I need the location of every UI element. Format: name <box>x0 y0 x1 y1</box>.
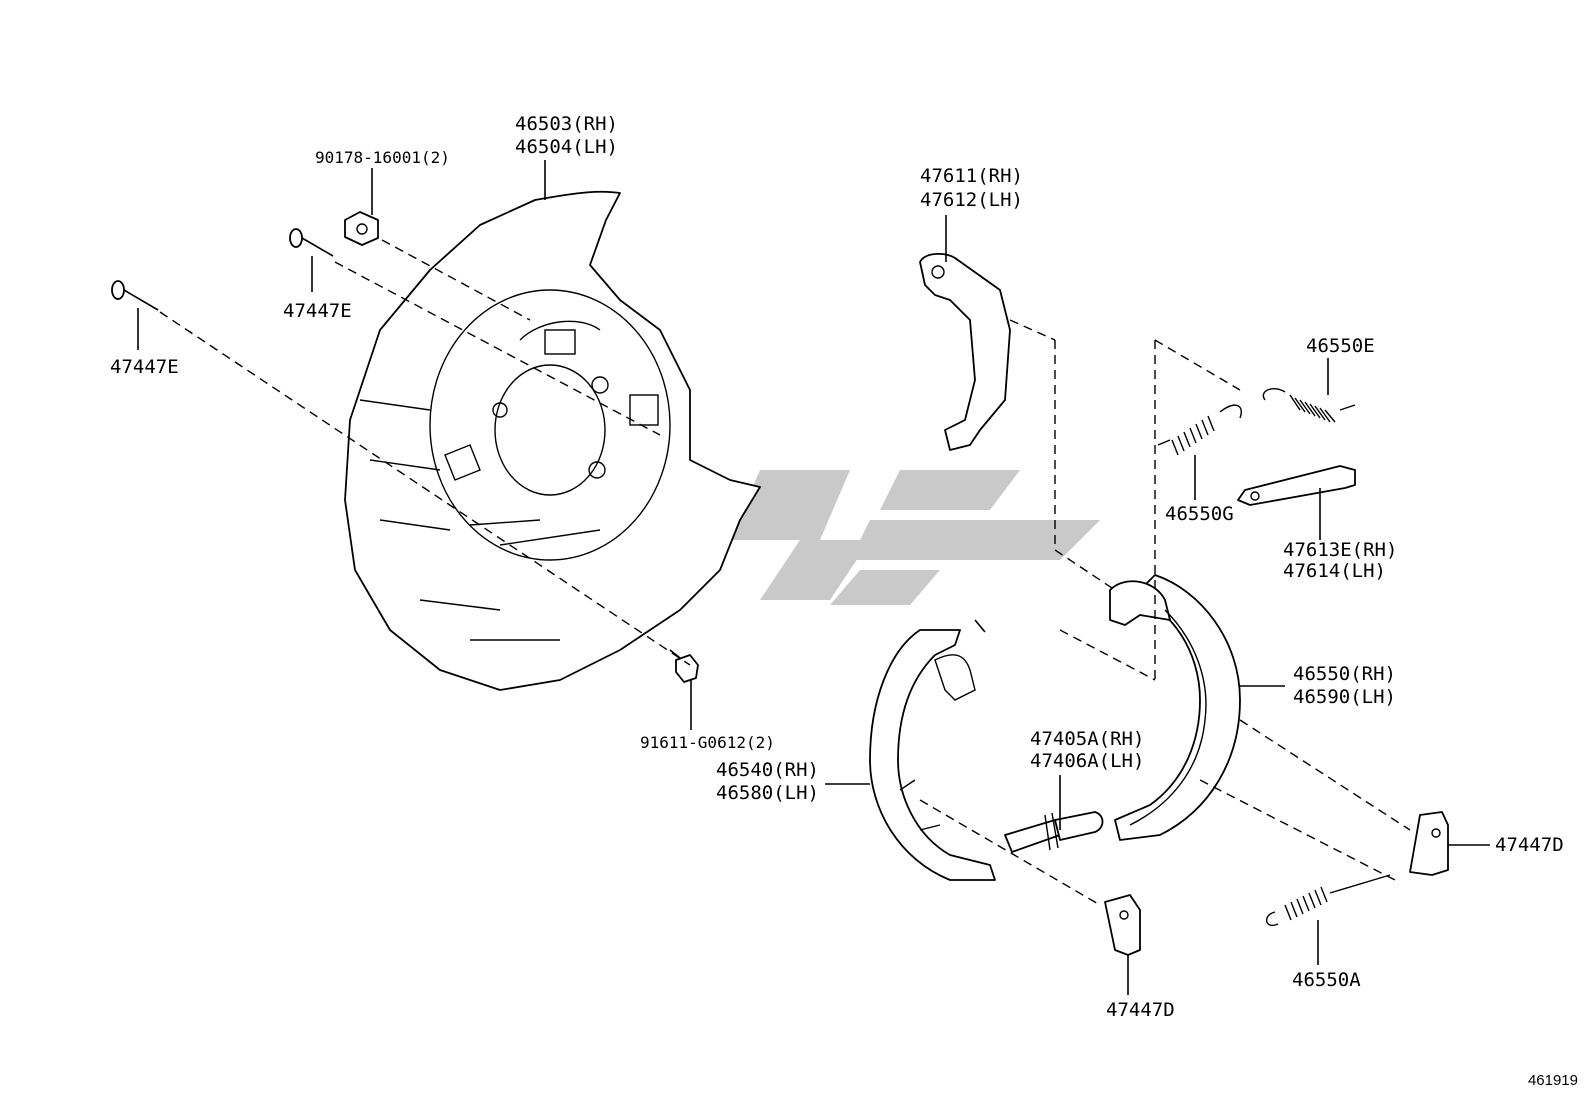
label-47447D-bottom: 47447D <box>1106 999 1175 1021</box>
adjuster-47405A <box>1004 811 1104 853</box>
leader-lines <box>137 160 1490 995</box>
lever-47611 <box>919 253 1011 451</box>
label-46580: 46580(LH) <box>716 782 819 804</box>
label-91611: 91611-G0612(2) <box>640 733 775 752</box>
clip-47447D-right <box>1409 811 1449 876</box>
label-47447E-lower: 47447E <box>110 356 179 378</box>
strut-47613E <box>1237 465 1356 506</box>
spring-46550E <box>1262 388 1356 423</box>
clip-47447D-bottom <box>1104 894 1141 956</box>
label-47447D-right: 47447D <box>1495 834 1564 856</box>
stud-lower <box>111 280 159 311</box>
stud-upper <box>289 228 334 257</box>
label-90178: 90178-16001(2) <box>315 148 450 167</box>
label-47447E-upper: 47447E <box>283 300 352 322</box>
label-46550E: 46550E <box>1306 335 1375 357</box>
assembly-lines <box>159 239 1411 906</box>
bolt-91611 <box>669 649 699 683</box>
label-47406A: 47406A(LH) <box>1030 750 1144 772</box>
brake-shoe-46550 <box>1109 574 1241 841</box>
part-labels: 46503(RH) 46504(LH) 90178-16001(2) 47447… <box>110 113 1564 1021</box>
label-46504: 46504(LH) <box>515 136 618 158</box>
reference-code: 461919 <box>1527 1072 1578 1089</box>
label-46540: 46540(RH) <box>716 759 819 781</box>
label-46503: 46503(RH) <box>515 113 618 135</box>
label-47611: 47611(RH) <box>920 165 1023 187</box>
backing-plate <box>344 190 761 691</box>
label-46590: 46590(LH) <box>1293 686 1396 708</box>
label-47612: 47612(LH) <box>920 189 1023 211</box>
label-47613E: 47613E(RH) <box>1283 539 1397 561</box>
label-46550: 46550(RH) <box>1293 663 1396 685</box>
spring-46550G <box>1157 404 1242 456</box>
brake-shoe-46540 <box>869 619 996 881</box>
spring-46550A <box>1266 874 1391 927</box>
label-46550A: 46550A <box>1292 969 1361 991</box>
label-47405A: 47405A(RH) <box>1030 728 1144 750</box>
nut-90178 <box>344 211 379 246</box>
label-47614: 47614(LH) <box>1283 560 1386 582</box>
label-46550G: 46550G <box>1165 503 1234 525</box>
